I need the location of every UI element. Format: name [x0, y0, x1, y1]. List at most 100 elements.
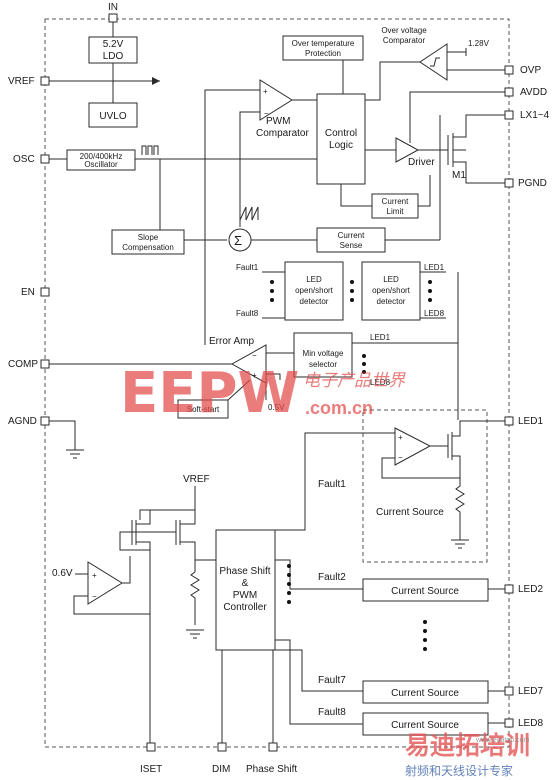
svg-text:LED7: LED7: [518, 686, 543, 697]
svg-text:Fault8: Fault8: [236, 309, 259, 318]
svg-text:LED: LED: [383, 275, 399, 284]
svg-text:LED1: LED1: [518, 416, 543, 427]
oscillator-block: 200/400kHz Oscillator: [66, 149, 136, 171]
svg-text:Current: Current: [382, 197, 409, 206]
svg-text:+: +: [92, 571, 97, 580]
slope-compensation-block: Slope Compensation: [111, 229, 185, 255]
svg-text:Fault2: Fault2: [318, 572, 346, 583]
pin-dim: DIM: [212, 742, 230, 775]
svg-text:Over temperature: Over temperature: [292, 39, 355, 48]
svg-text:LED2: LED2: [518, 584, 543, 595]
pin-iset: ISET: [140, 742, 162, 775]
current-source-2: Current Source: [362, 578, 489, 602]
pin-avdd: AVDD: [504, 87, 547, 98]
svg-text:Comparator: Comparator: [256, 128, 309, 139]
pin-led8: LED8: [504, 718, 543, 729]
svg-text:Current Source: Current Source: [391, 688, 459, 699]
pin-led2: LED2: [504, 584, 543, 595]
svg-text:Σ: Σ: [234, 233, 242, 248]
current-mirror-icon: [119, 510, 216, 580]
svg-text:Fault7: Fault7: [318, 675, 346, 686]
sawtooth-icon: [239, 206, 259, 221]
svg-text:Comparator: Comparator: [383, 36, 426, 45]
otp-block: Over temperature Protection: [282, 35, 364, 61]
svg-text:ISET: ISET: [140, 764, 162, 775]
current-source-8: Current Source: [362, 712, 489, 736]
ellipsis-dots-icon: [362, 354, 366, 374]
svg-text:detector: detector: [300, 297, 329, 306]
pwm-comparator-icon: + −: [259, 79, 293, 121]
svg-text:selector: selector: [309, 360, 337, 369]
pin-en: EN: [21, 287, 50, 298]
m1-transistor-icon: [447, 114, 505, 184]
svg-text:0.5V: 0.5V: [268, 403, 285, 412]
svg-text:易迪拓培训: 易迪拓培训: [405, 731, 530, 760]
pin-phase-shift: Phase Shift: [246, 742, 297, 775]
control-logic-block: Control Logic: [316, 93, 366, 185]
svg-text:Oscillator: Oscillator: [84, 160, 118, 169]
svg-text:Compensation: Compensation: [122, 243, 174, 252]
svg-text:PGND: PGND: [518, 178, 547, 189]
phase-shift-pwm-controller-block: Phase Shift & PWM Controller: [215, 529, 276, 651]
svg-text:Min voltage: Min voltage: [303, 349, 344, 358]
svg-text:Fault1: Fault1: [236, 263, 259, 272]
svg-text:PWM: PWM: [233, 590, 257, 601]
svg-text:Error Amp: Error Amp: [209, 336, 254, 347]
svg-text:LDO: LDO: [103, 51, 124, 62]
svg-text:LED8: LED8: [370, 378, 391, 387]
current-sense-block: Current Sense: [316, 227, 386, 253]
soft-start-block: Soft-start: [177, 399, 229, 419]
svg-text:Phase Shift: Phase Shift: [219, 566, 270, 577]
svg-text:LX1~4: LX1~4: [520, 110, 550, 121]
svg-text:UVLO: UVLO: [99, 111, 126, 122]
svg-text:Protection: Protection: [305, 49, 341, 58]
svg-text:COMP: COMP: [8, 359, 38, 370]
svg-text:−: −: [264, 109, 269, 118]
svg-text:+: +: [398, 433, 403, 442]
resistor-icon: [190, 571, 200, 625]
svg-text:Limit: Limit: [387, 207, 405, 216]
ground-icon: [451, 539, 469, 549]
svg-text:−: −: [92, 592, 97, 601]
svg-text:LED8: LED8: [424, 309, 445, 318]
led-detector-block-2: LED open/short detector: [361, 261, 421, 321]
pin-ovp: OVP: [504, 65, 541, 76]
clock-pulse-icon: [141, 145, 159, 155]
pin-in: IN: [108, 2, 118, 23]
pin-comp: COMP: [8, 359, 50, 370]
arrow-icon: [152, 77, 160, 85]
eepw-watermark: EEPW .com.cn 电子产品世界: [120, 361, 406, 426]
ground-icon: [186, 629, 204, 639]
svg-text:−: −: [398, 453, 403, 462]
svg-text:Soft-start: Soft-start: [187, 405, 220, 414]
pin-led1: LED1: [504, 416, 543, 427]
svg-text:Slope: Slope: [138, 233, 159, 242]
ground-icon: [66, 449, 84, 459]
svg-text:EEPW: EEPW: [120, 361, 299, 426]
svg-text:PWM: PWM: [266, 116, 290, 127]
svg-text:AVDD: AVDD: [520, 87, 547, 98]
svg-text:Current Source: Current Source: [376, 507, 444, 518]
ov-comparator-icon: [419, 43, 448, 81]
svg-text:DIM: DIM: [212, 764, 230, 775]
current-source-1-detail: [362, 409, 488, 563]
iset-opamp-icon: + −: [87, 561, 123, 605]
svg-text:www.edatop.com: www.edatop.com: [475, 737, 529, 744]
svg-text:电子产品世界: 电子产品世界: [303, 371, 406, 391]
svg-text:Driver: Driver: [408, 157, 435, 168]
svg-text:EN: EN: [21, 287, 35, 298]
svg-text:M1: M1: [452, 170, 466, 181]
svg-text:Fault8: Fault8: [318, 707, 346, 718]
ldo-block: 5.2V LDO: [88, 36, 138, 64]
driver-icon: [395, 137, 420, 163]
svg-text:1.28V: 1.28V: [468, 39, 490, 48]
svg-text:.com.cn: .com.cn: [305, 398, 373, 418]
svg-text:0.6V: 0.6V: [52, 568, 73, 579]
svg-text:VREF: VREF: [183, 474, 210, 485]
svg-text:Control: Control: [325, 128, 357, 139]
svg-text:OVP: OVP: [520, 65, 541, 76]
svg-text:open/short: open/short: [372, 286, 411, 295]
led-detector-block-1: LED open/short detector: [284, 261, 344, 321]
svg-text:IN: IN: [108, 2, 118, 13]
